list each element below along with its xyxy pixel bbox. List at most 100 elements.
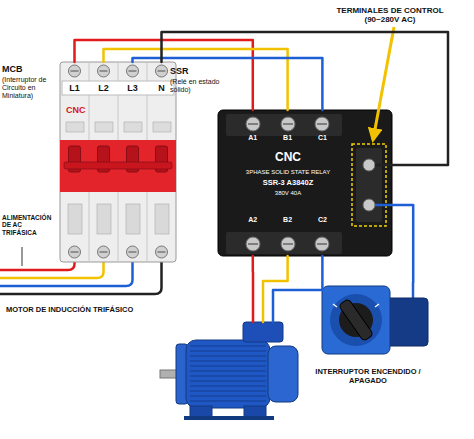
terminal-screw-part <box>315 237 329 251</box>
rotary-switch-body-part <box>384 298 428 346</box>
terminal-screw-part <box>246 237 260 251</box>
terminal-screw-part <box>69 65 81 77</box>
rotary-switch-body-part <box>338 299 373 342</box>
component-title: INTERRUPTOR ENCENDIDO / APAGADO <box>315 368 421 385</box>
terminal-screw-part <box>281 237 295 251</box>
terminal-screw-part <box>281 117 295 131</box>
supply-wires-part <box>0 262 75 270</box>
induction-motor-body-part <box>268 346 298 402</box>
mcb-breaker-body-part <box>64 162 172 169</box>
mcb-breaker-body-part-part <box>68 204 82 234</box>
wire-stub <box>412 282 415 300</box>
induction-motor-body-part <box>160 370 178 378</box>
wire <box>133 58 323 110</box>
component-title: MOTOR DE INDUCCIÓN TRIFÁSICO <box>6 306 156 315</box>
mcb-breaker-body-part-part <box>155 204 169 234</box>
ssr-relay-body-part-part <box>283 123 293 124</box>
mcb-breaker-body-part-part <box>100 251 108 252</box>
mcb-breaker-body-part-part <box>126 204 140 234</box>
mcb-breaker-body-part-part <box>124 122 142 132</box>
induction-motor: MOTOR DE INDUCCIÓN TRIFÁSICO <box>160 322 300 422</box>
terminal-label: B1 <box>276 134 300 142</box>
ssr-relay-body-part <box>226 114 342 136</box>
mcb-breaker-body-part-part <box>100 70 108 71</box>
ssr-relay-body-part-part <box>283 243 293 244</box>
wire <box>392 205 413 282</box>
supply-wires-part <box>0 262 133 286</box>
mcb-breaker-body-part-part <box>158 251 166 252</box>
ssr-relay-body-part-part <box>317 123 327 124</box>
component-subtitle: (Relé en estado sólido) <box>170 78 228 94</box>
induction-motor-body-part <box>243 322 283 342</box>
mcb-breaker-body-part-part <box>66 122 84 132</box>
induction-motor-body-part <box>190 344 266 404</box>
pole-label: L1 <box>62 83 88 93</box>
terminal-screw-part <box>156 65 168 77</box>
mcb-breaker-body-part <box>66 122 171 132</box>
rotary-switch-body-part <box>330 294 382 346</box>
wire-connector <box>392 205 413 282</box>
mcb-breaker-body-part-part <box>158 70 166 71</box>
wire-stub <box>375 204 392 207</box>
wire <box>75 40 253 110</box>
terminal-screw-part <box>127 246 139 258</box>
wire <box>252 256 255 322</box>
terminal-label: B2 <box>276 216 300 224</box>
wire-connector <box>75 32 449 165</box>
terminal-label: A2 <box>241 216 265 224</box>
miniature-circuit-breaker: MCB(Interruptor de Circuito en Miniatura… <box>60 62 176 262</box>
rotary-switch-body <box>322 282 428 354</box>
terminal-screw-part <box>315 117 329 131</box>
control-terminal-block <box>356 148 382 222</box>
mcb-breaker-body-part-part <box>71 251 79 252</box>
supply-wires-part <box>0 262 104 278</box>
wire <box>162 32 449 165</box>
induction-motor-body <box>160 322 298 420</box>
wire-stub <box>375 164 392 167</box>
mcb-breaker-body-part-part <box>95 122 113 132</box>
control-terminal-highlight <box>352 144 386 226</box>
control-terminal-screw <box>363 159 375 211</box>
terminal-label: C2 <box>310 216 334 224</box>
induction-motor-body-part <box>184 416 274 420</box>
component-subtitle: (Interruptor de Circuito en Miniatura) <box>2 76 56 100</box>
leader-line <box>22 247 23 266</box>
terminal-screw-part <box>98 65 110 77</box>
ssr-relay-body <box>218 110 392 256</box>
pole-label: L3 <box>120 83 146 93</box>
control-terminal-screw-part <box>363 159 375 171</box>
wire <box>273 256 322 322</box>
wire-connector <box>253 256 323 322</box>
control-terminal-screw-part <box>363 199 375 211</box>
brand-logo: CNC <box>238 151 338 165</box>
mcb-breaker-body-part-part <box>153 122 171 132</box>
mcb-breaker-body-part-part <box>129 251 137 252</box>
product-text: 3PHASE SOLID STATE RELAY <box>232 169 344 176</box>
ssr-relay-body-part <box>226 232 342 254</box>
supply-wires-part <box>0 262 162 294</box>
component-title: SSR <box>170 66 226 76</box>
brand-logo: CNC <box>66 105 116 115</box>
rotary-switch-body-part-part <box>375 304 379 307</box>
ssr-relay-body-part <box>218 110 392 256</box>
callout-label: ALIMENTACIÓN DE AC TRIFÁSICA <box>2 214 58 236</box>
mcb-breaker-body-part-part <box>97 204 111 234</box>
rating-text: 380V 40A <box>232 190 344 197</box>
callout-label: TERMINALES DE CONTROL (90~280V AC) <box>330 6 450 24</box>
mcb-breaker-body-part <box>60 62 176 262</box>
mcb-breaker-body-part-part <box>71 70 79 71</box>
ssr-relay-body-part-part <box>317 243 327 244</box>
terminal-label: C1 <box>310 134 334 142</box>
terminal-screw-part <box>156 246 168 258</box>
solid-state-relay: SSR(Relé en estado sólido)A1B1C1CNC3PHAS… <box>218 110 392 256</box>
terminal-screw-part <box>69 246 81 258</box>
mcb-breaker-body <box>60 62 176 262</box>
terminal-screw-part <box>127 65 139 77</box>
supply-wires <box>0 262 162 294</box>
induction-motor-body-part <box>186 340 270 408</box>
terminal-screw-part <box>246 117 260 131</box>
ssr-relay-body-part-part <box>248 243 258 244</box>
